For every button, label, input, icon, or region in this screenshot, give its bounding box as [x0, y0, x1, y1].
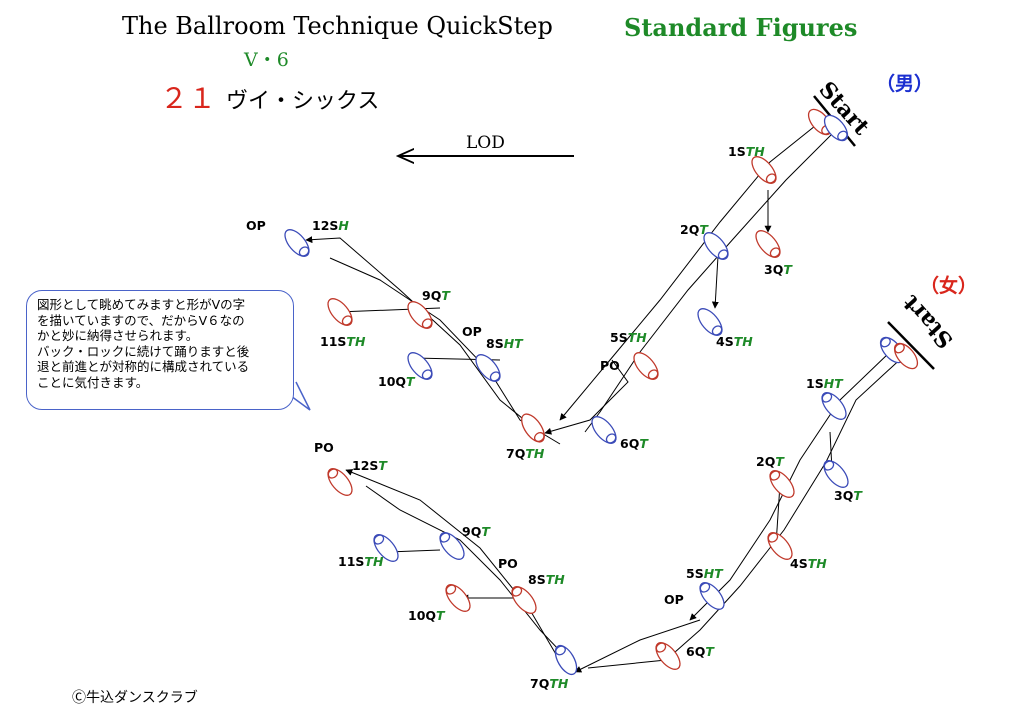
man-foot-2 [703, 232, 729, 260]
man-step-label-10: 10QT [378, 374, 416, 389]
woman-foot-3 [823, 460, 849, 488]
man-step-label-12: 12SH [312, 218, 349, 233]
man-step-label-8: 8SHT [486, 336, 524, 351]
man-position-po-5: PO [600, 358, 620, 373]
woman-step-label-10: 10QT [408, 608, 446, 623]
woman-foot-10 [445, 584, 471, 612]
man-position-op-8: OP [462, 324, 482, 339]
lod-label: LOD [466, 133, 505, 153]
man-foot-8 [475, 354, 501, 382]
note-line: ことに気付きます。 [37, 374, 149, 390]
note-line: 退と前進とが対称的に構成されている [37, 359, 250, 375]
woman-step-label-11: 11STH [338, 554, 384, 569]
woman-start-label: Start [897, 289, 958, 353]
man-step-label-2: 2QT [680, 222, 709, 237]
woman-step-label-6: 6QT [686, 644, 715, 659]
man-step-label-11: 11STH [320, 334, 366, 349]
woman-foot-12 [327, 468, 353, 496]
man-label: （男） [876, 72, 933, 95]
man-foot-start-left [823, 114, 849, 142]
page-title: The Ballroom Technique QuickStep [122, 12, 553, 40]
woman-foot-start-right [893, 342, 919, 370]
man-step-label-5: 5STH [610, 330, 647, 345]
man-foot-1 [751, 156, 777, 184]
woman-step-label-1: 1SHT [806, 376, 844, 391]
man-step-label-3: 3QT [764, 262, 793, 277]
woman-step-label-7: 7QTH [530, 676, 569, 691]
figure-name: ヴイ・シックス [226, 89, 379, 114]
woman-step-label-8: 8STH [528, 572, 565, 587]
man-step-label-9: 9QT [422, 288, 451, 303]
woman-step-label-2: 2QT [756, 454, 785, 469]
man-step-label-7: 7QTH [506, 446, 545, 461]
woman-step-label-12: 12ST [352, 458, 388, 473]
man-foot-6 [591, 416, 617, 444]
man-footprints [284, 108, 849, 444]
man-foot-11 [327, 298, 353, 326]
note-line: 図形として眺めてみますと形がVの字 [37, 297, 246, 312]
man-step-label-1: 1STH [728, 144, 765, 159]
man-foot-9 [407, 301, 433, 329]
woman-step-label-5: 5SHT [686, 566, 724, 581]
woman-foot-2 [769, 470, 795, 498]
man-step-label-4: 4STH [716, 334, 753, 349]
woman-step-label-3: 3QT [834, 488, 863, 503]
woman-foot-1 [821, 392, 847, 420]
woman-step-label-4: 4STH [790, 556, 827, 571]
man-foot-5 [633, 352, 659, 380]
woman-label: （女） [920, 274, 977, 297]
man-foot-4 [697, 308, 723, 336]
note-callout: 図形として眺めてみますと形がVの字 を描いていますので、だからV６なの かと妙に… [26, 290, 294, 410]
man-foot-3 [755, 230, 781, 258]
woman-start-line [887, 321, 935, 370]
man-foot-12 [284, 229, 310, 257]
note-line: を描いていますので、だからV６なの [37, 312, 245, 328]
note-line: かと妙に納得させられます。 [37, 328, 199, 344]
figure-number: ２１ [160, 82, 216, 115]
woman-position-op-5: OP [664, 592, 684, 607]
man-position-op-12: OP [246, 218, 266, 233]
man-foot-7 [521, 413, 545, 443]
woman-foot-11 [373, 534, 399, 562]
man-foot-10 [407, 352, 433, 380]
woman-foot-6 [655, 642, 681, 670]
woman-position-po-12: PO [314, 440, 334, 455]
woman-step-label-9: 9QT [462, 524, 491, 539]
woman-footprints [327, 336, 919, 676]
woman-foot-5 [699, 582, 725, 610]
woman-position-po-8: PO [498, 556, 518, 571]
woman-foot-4 [767, 532, 793, 560]
woman-foot-9 [439, 532, 465, 560]
woman-foot-8 [511, 586, 537, 614]
note-line: バック・ロックに続けて踊りますと後 [37, 343, 250, 359]
page-subtitle: Standard Figures [624, 13, 857, 42]
copyright: Ⓒ牛込ダンスクラブ [72, 689, 198, 706]
figure-code: V・6 [243, 49, 289, 71]
woman-foot-7 [554, 644, 578, 676]
man-step-label-6: 6QT [620, 436, 649, 451]
